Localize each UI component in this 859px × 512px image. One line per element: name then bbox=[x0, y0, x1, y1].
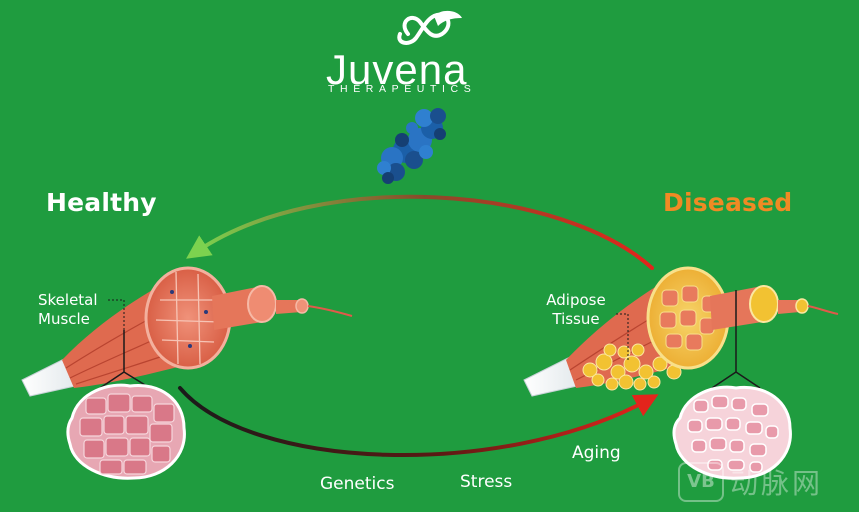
brand-logo-tagline: THERAPEUTICS bbox=[328, 83, 477, 95]
protein-molecule-icon bbox=[377, 108, 446, 184]
rejuvenation-arrow bbox=[186, 194, 654, 270]
factor-genetics: Genetics bbox=[320, 474, 395, 494]
healthy-state-title: Healthy bbox=[46, 188, 157, 217]
factor-aging: Aging bbox=[572, 443, 621, 463]
skeletal-muscle-label-line2: Muscle bbox=[38, 310, 90, 328]
healthy-tissue-cross-section bbox=[66, 383, 186, 480]
adipose-tissue-label: Adipose Tissue bbox=[536, 291, 616, 329]
watermark-text: 动脉网 bbox=[730, 467, 824, 500]
skeletal-muscle-label: Skeletal Muscle bbox=[38, 291, 108, 329]
factor-stress: Stress bbox=[460, 472, 513, 492]
diseased-tissue-cross-section bbox=[672, 385, 792, 480]
disease-progression-arrow bbox=[178, 386, 659, 457]
watermark-badge: VB bbox=[678, 462, 724, 502]
diseased-state-title: Diseased bbox=[663, 188, 793, 217]
healthy-skeletal-muscle-illustration bbox=[21, 266, 353, 397]
adipose-tissue-label-line1: Adipose bbox=[546, 291, 606, 309]
skeletal-muscle-label-line1: Skeletal bbox=[38, 291, 98, 309]
infinity-leaf-icon bbox=[397, 10, 462, 45]
adipose-tissue-label-line2: Tissue bbox=[552, 310, 600, 328]
diseased-skeletal-muscle-illustration bbox=[523, 266, 839, 397]
brand-logo-name: Juvena bbox=[326, 46, 468, 93]
